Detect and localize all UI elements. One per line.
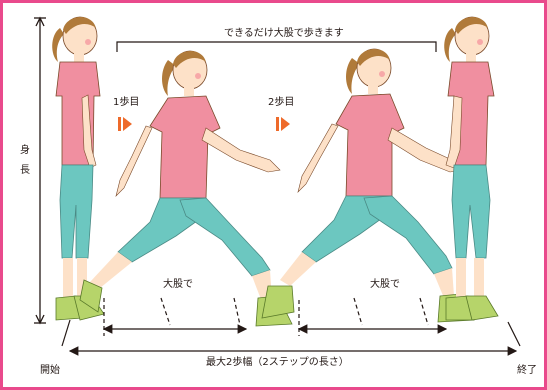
- height-label-char-1: 身: [20, 145, 30, 156]
- figure-standing-start: [52, 16, 105, 321]
- figure-step2: [261, 48, 475, 323]
- total-dimension: [61, 319, 521, 356]
- stride1-dimension: [102, 297, 248, 336]
- step1-label: 1歩目: [113, 97, 140, 108]
- step2-label: 2歩目: [268, 97, 295, 108]
- stride-label-2: 大股で: [370, 279, 400, 290]
- figure-standing-end: [444, 16, 499, 321]
- end-label: 終了: [517, 365, 537, 376]
- stride2-dimension: [297, 297, 448, 336]
- start-label: 開始: [40, 365, 60, 376]
- step1-arrow-icon: [118, 117, 132, 131]
- height-label-char-2: 長: [20, 165, 30, 176]
- step2-arrow-icon: [276, 117, 290, 131]
- height-dimension: [34, 16, 46, 325]
- figure-step1: [79, 50, 293, 327]
- stride-label-1: 大股で: [163, 279, 193, 290]
- title-note: できるだけ大股で歩きます: [224, 28, 344, 39]
- total-label: 最大2歩幅（2ステップの長さ）: [206, 357, 349, 368]
- top-bracket: [116, 41, 437, 52]
